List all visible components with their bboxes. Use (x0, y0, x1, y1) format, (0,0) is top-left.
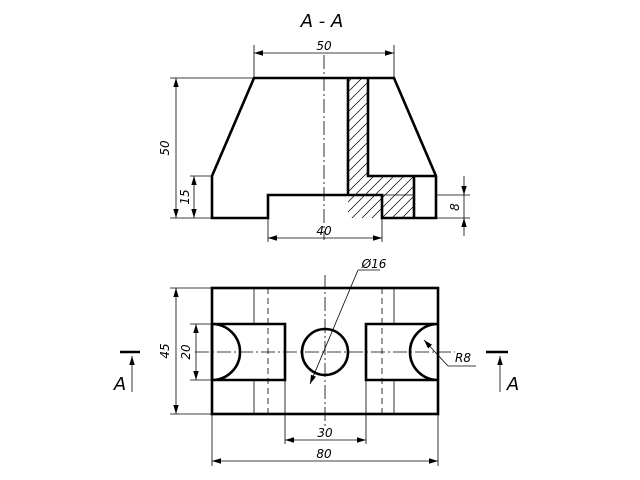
section-hatch (348, 78, 414, 218)
diameter-leader (309, 269, 359, 385)
section-title: A - A (300, 11, 344, 32)
section-mark-right-symbol (486, 350, 508, 392)
dim-slot-depth: 8 (448, 203, 462, 211)
section-mark-right: A (506, 374, 519, 395)
front-view: 50 50 15 8 40 (158, 39, 470, 242)
dim-hole-diameter: Ø16 (361, 257, 387, 271)
dim-depth: 45 (158, 343, 172, 358)
dim-radius: R8 (455, 351, 471, 365)
dim-height: 50 (158, 140, 172, 156)
dim-center-distance: 30 (317, 426, 333, 440)
dim-length: 80 (316, 447, 332, 461)
section-mark-left-symbol (120, 350, 140, 392)
dim-notch-width: 20 (179, 344, 193, 360)
top-view: Ø16 R8 45 20 30 80 A (113, 257, 519, 466)
dim-step-height: 15 (178, 189, 192, 204)
section-mark-left: A (113, 374, 126, 395)
section-wall-inner (366, 78, 436, 178)
dim-slot-width-front: 40 (316, 224, 332, 238)
dim-top-width: 50 (316, 39, 332, 53)
radius-leader (423, 339, 449, 367)
